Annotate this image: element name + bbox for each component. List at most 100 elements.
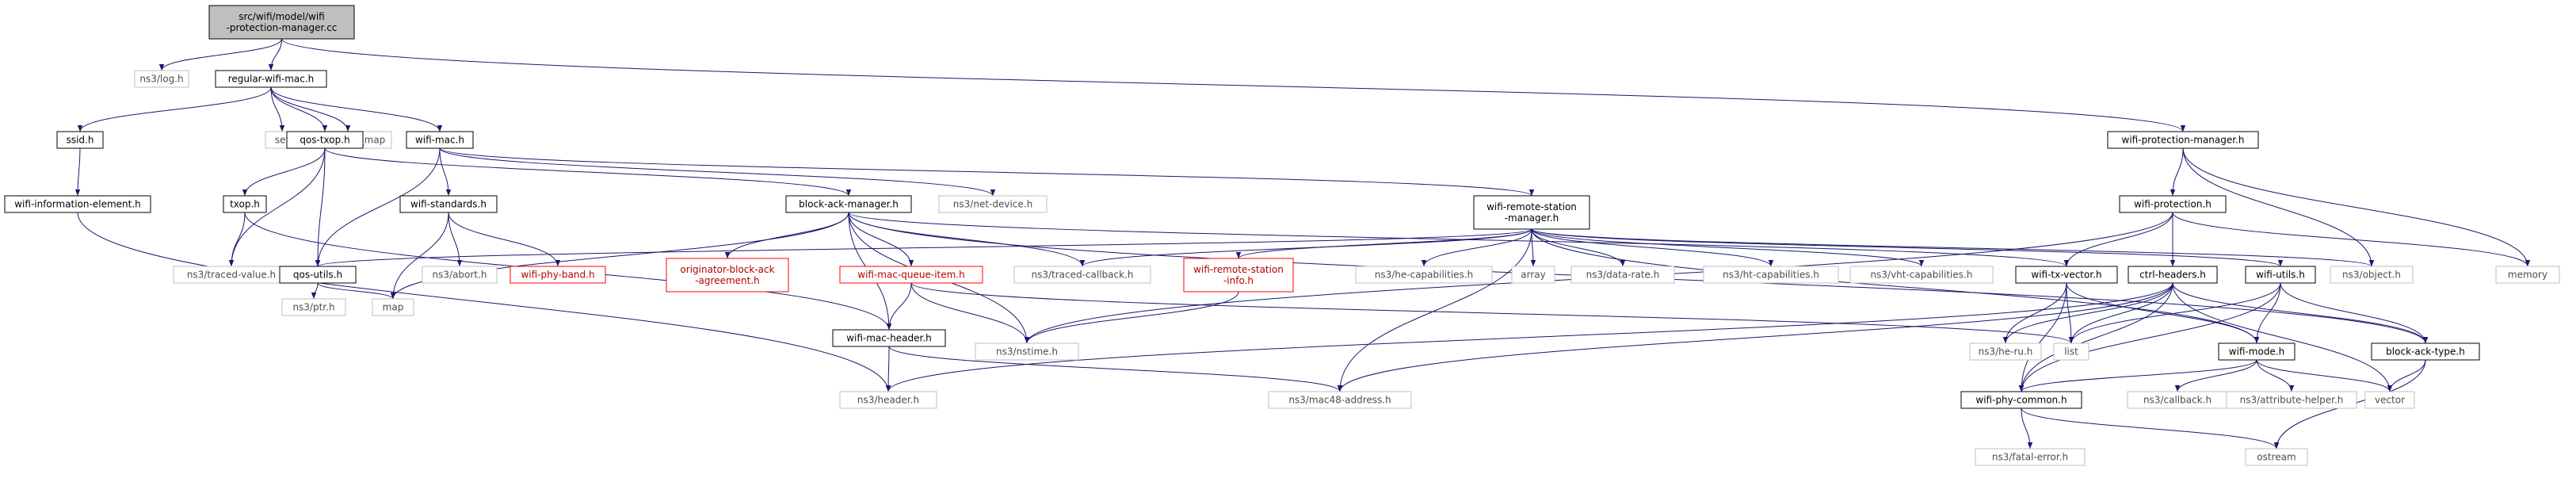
edge-wifi-protection-to-memory — [2172, 212, 2531, 267]
node-header: ns3/header.h — [839, 391, 937, 409]
node-traced-callback-label: ns3/traced-callback.h — [1031, 270, 1133, 281]
node-wifi-mac-queue-item: wifi-mac-queue-item.h — [839, 266, 983, 284]
edge-wifi-protection-manager-to-wifi-protection — [2170, 147, 2184, 197]
node-txop-box — [223, 195, 267, 213]
node-block-ack-manager[interactable]: block-ack-manager.h — [785, 195, 912, 213]
node-wifi-information-element-label: wifi-information-element.h — [14, 199, 141, 210]
node-he-capabilities: ns3/he-capabilities.h — [1355, 266, 1493, 284]
node-wifi-utils[interactable]: wifi-utils.h — [2245, 266, 2316, 284]
edge-wifi-remote-station-manager-to-mac48-address — [1337, 228, 1532, 392]
edge-wifi-utils-to-wifi-mode — [2254, 282, 2281, 344]
edge-block-ack-manager-to-wifi-mac-queue-item — [848, 212, 914, 267]
node-wifi-mac-header-box — [832, 329, 946, 347]
node-txop[interactable]: txop.h — [223, 195, 267, 213]
node-list-box — [2053, 342, 2089, 361]
node-root-label: src/wifi/model/wifi — [239, 11, 324, 22]
node-regular-wifi-mac[interactable]: regular-wifi-mac.h — [215, 70, 327, 88]
edge-block-ack-manager-to-map — [390, 212, 849, 300]
node-ssid[interactable]: ssid.h — [56, 131, 104, 149]
node-ostream: ostream — [2245, 448, 2308, 466]
edge-wifi-mode-to-callback — [2174, 359, 2257, 392]
node-wifi-standards[interactable]: wifi-standards.h — [399, 195, 498, 213]
edge-root-to-ns3log — [158, 38, 282, 71]
node-traced-callback: ns3/traced-callback.h — [1013, 266, 1151, 284]
node-he-ru-label: ns3/he-ru.h — [1979, 346, 2033, 358]
node-callback: ns3/callback.h — [2127, 391, 2228, 409]
edge-wifi-remote-station-manager-to-wifi-mode — [1531, 228, 2260, 344]
node-wifi-mac[interactable]: wifi-mac.h — [406, 131, 474, 149]
node-wifi-phy-band-box — [509, 266, 606, 284]
edge-wifi-phy-common-to-ostream — [2021, 407, 2280, 449]
node-qos-utils-box — [279, 266, 357, 284]
node-wifi-tx-vector-label: wifi-tx-vector.h — [2031, 270, 2101, 281]
node-ctrl-headers[interactable]: ctrl-headers.h — [2128, 266, 2218, 284]
edge-wifi-information-element-to-header — [77, 212, 891, 392]
edge-wifi-remote-station-info-to-nstime — [1024, 291, 1239, 344]
node-wifi-tx-vector[interactable]: wifi-tx-vector.h — [2015, 266, 2118, 284]
edge-wifi-mode-to-attribute-helper — [2256, 359, 2295, 392]
node-wifi-protection-manager[interactable]: wifi-protection-manager.h — [2107, 131, 2259, 149]
edge-wifi-tx-vector-to-list — [2066, 282, 2074, 344]
node-wifi-protection-manager-box — [2107, 131, 2259, 149]
node-wifi-phy-common[interactable]: wifi-phy-common.h — [1960, 391, 2082, 409]
edge-wifi-remote-station-manager-to-array — [1530, 228, 1536, 267]
edge-wifi-tx-vector-to-wifi-mode — [2066, 282, 2260, 344]
node-ht-capabilities: ns3/ht-capabilities.h — [1703, 266, 1839, 284]
nodes-layer: src/wifi/model/wifi-protection-manager.c… — [4, 5, 2560, 466]
edge-block-ack-manager-to-traced-callback — [848, 212, 1086, 267]
node-wifi-protection[interactable]: wifi-protection.h — [2119, 195, 2227, 213]
node-vht-capabilities: ns3/vht-capabilities.h — [1849, 266, 1994, 284]
node-wifi-standards-box — [399, 195, 498, 213]
node-txop-label: txop.h — [230, 199, 260, 210]
node-wifi-mac-header[interactable]: wifi-mac-header.h — [832, 329, 946, 347]
node-wifi-standards-label: wifi-standards.h — [410, 199, 487, 210]
node-vector-box — [2364, 391, 2415, 409]
node-wifi-phy-band-label: wifi-phy-band.h — [521, 270, 594, 281]
node-block-ack-type-box — [2371, 342, 2480, 361]
node-root-box — [208, 5, 355, 40]
node-abort-box — [422, 266, 498, 284]
node-regular-wifi-mac-label: regular-wifi-mac.h — [228, 74, 315, 85]
node-wifi-mode[interactable]: wifi-mode.h — [2218, 342, 2296, 361]
edge-ctrl-headers-to-block-ack-type — [2172, 282, 2429, 344]
edge-regular-wifi-mac-to-set — [270, 86, 285, 132]
node-map: map — [372, 298, 414, 316]
node-qos-txop[interactable]: qos-txop.h — [286, 131, 364, 149]
node-ptr-box — [281, 298, 346, 316]
edge-ctrl-headers-to-wifi-phy-common — [2018, 282, 2173, 392]
node-wifi-information-element[interactable]: wifi-information-element.h — [4, 195, 151, 213]
edge-ctrl-headers-to-list — [2068, 282, 2173, 344]
node-qos-utils[interactable]: qos-utils.h — [279, 266, 357, 284]
node-ctrl-headers-box — [2128, 266, 2218, 284]
node-root-label: -protection-manager.cc — [227, 22, 338, 33]
node-vht-capabilities-box — [1849, 266, 1994, 284]
node-data-rate-box — [1570, 266, 1675, 284]
node-array: array — [1511, 266, 1555, 284]
node-nstime-label: ns3/nstime.h — [996, 346, 1058, 358]
edge-wifi-mac-queue-item-to-wifi-mac-header — [886, 282, 912, 331]
edge-wifi-mac-to-net-device — [439, 147, 996, 197]
edge-block-ack-type-to-vector — [2387, 359, 2426, 392]
edge-regular-wifi-mac-to-qos-txop — [270, 86, 328, 132]
node-memory-box — [2495, 266, 2560, 284]
edge-wifi-remote-station-manager-to-object — [1531, 228, 2374, 267]
node-wifi-utils-label: wifi-utils.h — [2256, 270, 2305, 281]
node-qos-txop-label: qos-txop.h — [300, 135, 349, 146]
edge-wifi-mac-to-wifi-remote-station-manager — [439, 147, 1534, 197]
edge-qos-txop-to-traced-value — [228, 147, 326, 267]
edge-wifi-utils-to-wifi-phy-common — [2018, 282, 2281, 392]
node-data-rate-label: ns3/data-rate.h — [1586, 270, 1660, 281]
node-wifi-remote-station-manager[interactable]: wifi-remote-station-manager.h — [1473, 195, 1590, 230]
edge-wifi-remote-station-manager-to-vht-capabilities — [1531, 228, 1925, 267]
node-wifi-remote-station-info-label: wifi-remote-station — [1193, 264, 1284, 275]
node-vht-capabilities-label: ns3/vht-capabilities.h — [1871, 270, 1973, 281]
node-originator-block-ack-agreement-label: originator-block-ack — [680, 264, 774, 275]
edge-regular-wifi-mac-to-ssid — [77, 86, 272, 132]
node-block-ack-type[interactable]: block-ack-type.h — [2371, 342, 2480, 361]
node-nstime: ns3/nstime.h — [975, 342, 1079, 361]
node-object: ns3/object.h — [2330, 266, 2414, 284]
node-mac48-address: ns3/mac48-address.h — [1268, 391, 1412, 409]
node-wifi-mac-queue-item-box — [839, 266, 983, 284]
edge-wifi-remote-station-manager-to-ht-capabilities — [1531, 228, 1774, 267]
